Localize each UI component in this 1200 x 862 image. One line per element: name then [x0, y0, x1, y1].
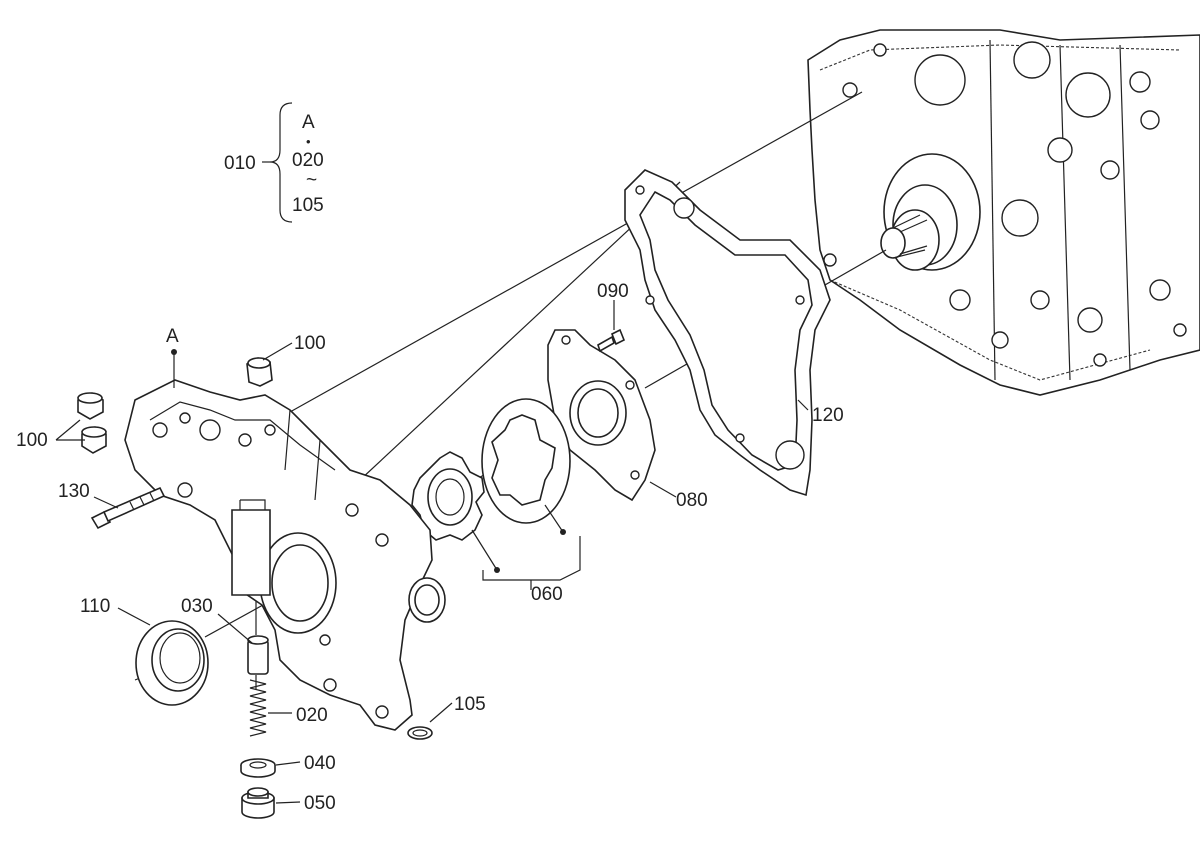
group-line-dot: • — [306, 134, 311, 149]
callout-030: 030 — [181, 596, 213, 617]
plug-050 — [241, 787, 275, 819]
callout-020: 020 — [296, 705, 328, 726]
callout-090: 090 — [597, 281, 629, 302]
callout-080: 080 — [676, 490, 708, 511]
group-line-a: A — [302, 112, 315, 133]
leader-lines — [55, 300, 809, 804]
pump-plate-080 — [547, 329, 656, 502]
plug-100-left-b — [81, 426, 107, 454]
outer-rotor — [481, 398, 571, 524]
callout-labels: A 100 100 130 090 120 080 060 110 030 02… — [16, 281, 844, 814]
valve-030 — [247, 635, 269, 675]
callout-110: 110 — [80, 596, 110, 617]
callout-130: 130 — [58, 481, 90, 502]
gasket-120 — [624, 169, 831, 497]
inner-rotor — [411, 451, 485, 541]
oil-pump-body — [124, 379, 446, 731]
callout-120: 120 — [812, 405, 844, 426]
callout-040: 040 — [304, 753, 336, 774]
callout-060: 060 — [531, 584, 563, 605]
group-line-105: 105 — [292, 195, 324, 216]
group-ref-010: 010 — [224, 153, 256, 174]
oil-seal-110 — [135, 620, 209, 706]
group-line-tilde: ~ — [306, 170, 317, 191]
o-ring-105 — [407, 726, 433, 740]
callout-050: 050 — [304, 793, 336, 814]
plug-100-top — [246, 357, 273, 387]
callout-105: 105 — [454, 694, 486, 715]
callout-100-left: 100 — [16, 430, 48, 451]
screw-090 — [597, 328, 626, 353]
group-note-010: 010 A • 020 ~ 105 — [224, 102, 324, 223]
engine-block — [807, 29, 1200, 396]
callout-a-marker: A — [166, 326, 179, 347]
plug-100-left-a — [77, 392, 104, 420]
callout-100-top: 100 — [294, 333, 326, 354]
washer-040 — [240, 758, 276, 778]
spring-020 — [249, 679, 267, 737]
bolt-130 — [90, 486, 166, 530]
group-line-020: 020 — [292, 150, 324, 171]
